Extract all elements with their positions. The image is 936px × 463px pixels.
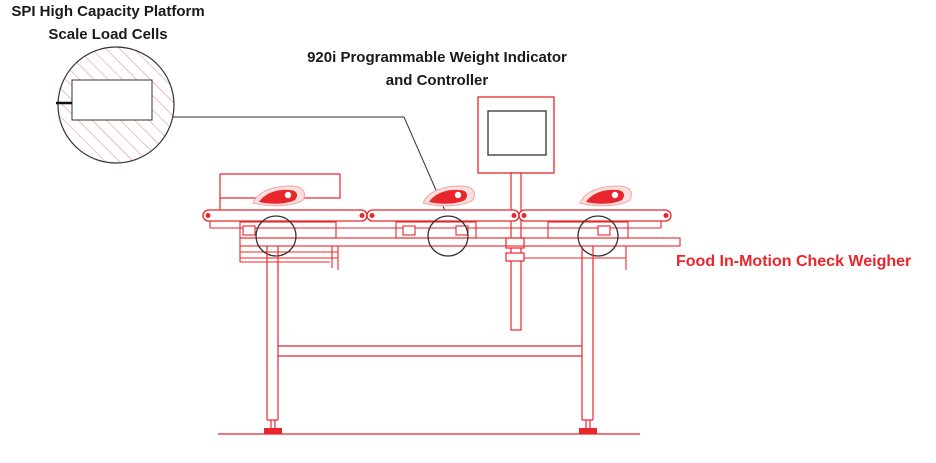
weight-indicator-icon: [477, 96, 555, 331]
load-cell-label-line1: SPI High Capacity Platform: [11, 3, 205, 20]
infeed-belt: [202, 209, 368, 222]
load-cell-zoom-detail: [56, 46, 175, 164]
meat-steak-icon: [422, 185, 475, 207]
meat-steak-icon: [579, 185, 632, 207]
indicator-label-line2: and Controller: [385, 72, 489, 89]
load-cell-label: SPI High Capacity Platform Scale Load Ce…: [0, 0, 220, 46]
indicator-label-line1: 920i Programmable Weight Indicator: [307, 49, 567, 66]
machine-title: Food In-Motion Check Weigher: [676, 253, 912, 270]
meat-steak-icon: [252, 185, 305, 207]
load-cell-callouts: [255, 215, 619, 257]
indicator-label: 920i Programmable Weight Indicator and C…: [282, 46, 592, 92]
weigh-belt: [366, 209, 520, 222]
belt-rollers: [205, 213, 669, 218]
load-cell-icon: [71, 79, 153, 121]
leader-line: [172, 116, 447, 214]
machine-legs: [266, 246, 594, 428]
conveyor-belts: [202, 209, 672, 222]
outfeed-belt: [518, 209, 672, 222]
load-cells: [242, 225, 611, 236]
load-cell-label-line2: Scale Load Cells: [48, 26, 168, 43]
leveling-feet: [264, 428, 597, 434]
